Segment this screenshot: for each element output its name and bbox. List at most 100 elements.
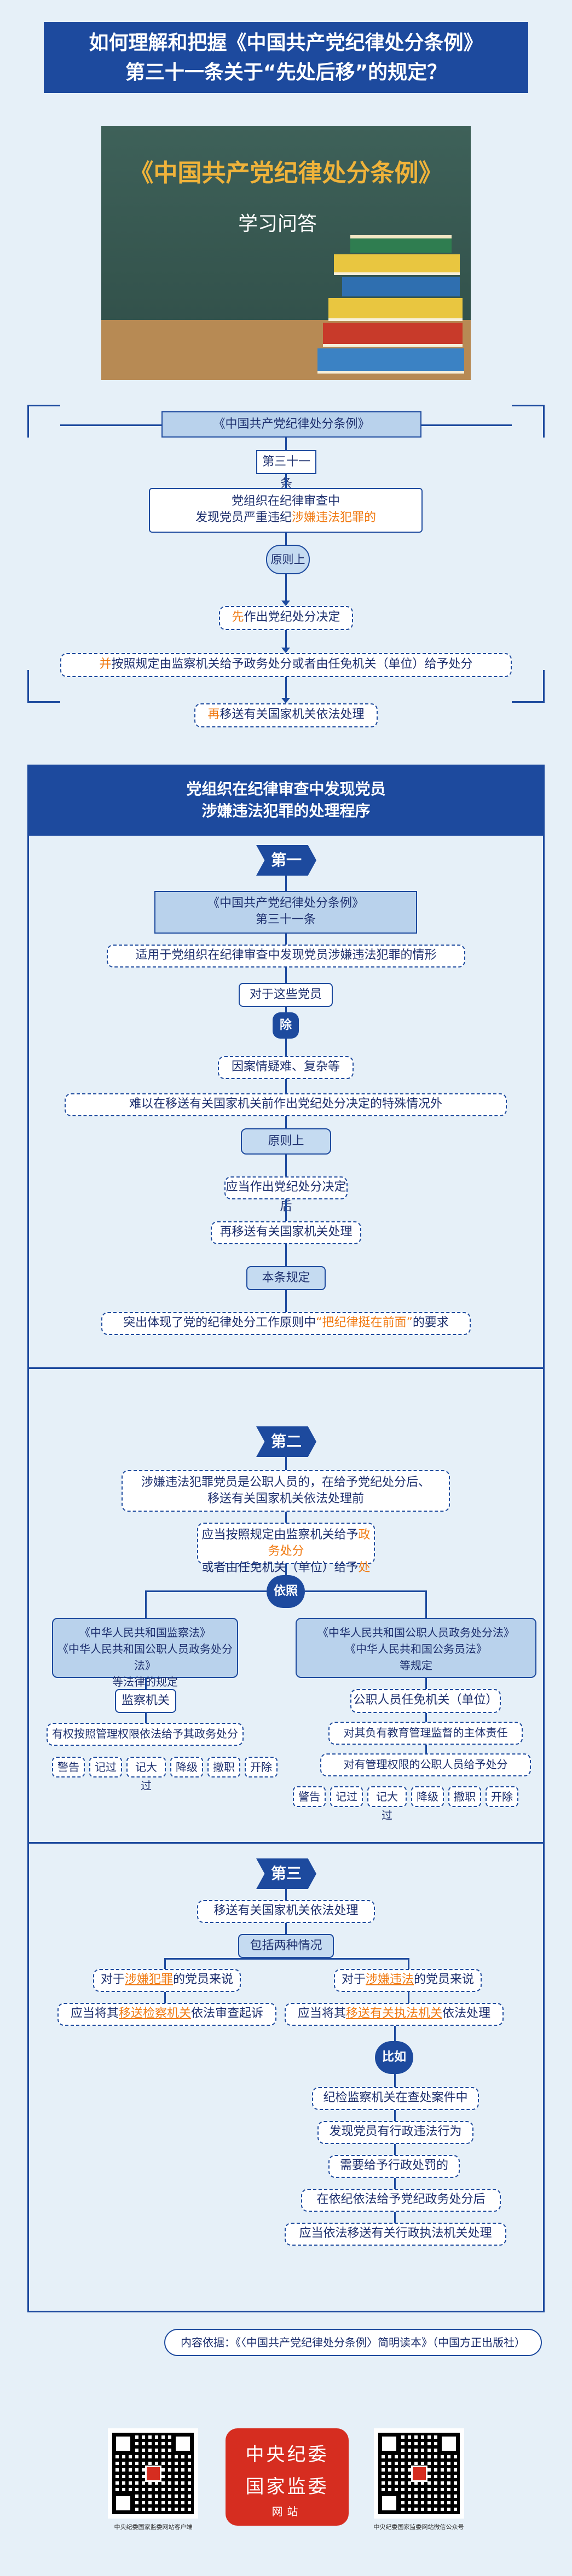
connector — [408, 1958, 409, 1969]
connector — [145, 1590, 147, 1618]
section-divider — [27, 1367, 545, 1369]
connector — [145, 1590, 267, 1592]
connector — [408, 1992, 409, 2003]
rule-step-2: 并按照规定由监察机关给予政务处分或者由任免机关（单位）给予处分 — [60, 653, 512, 677]
banner-title: 《中国共产党纪律处分条例》 — [129, 159, 443, 187]
connector — [145, 1678, 147, 1689]
qr-code-right[interactable] — [374, 2428, 464, 2519]
connector — [425, 1713, 427, 1722]
connector — [394, 2026, 396, 2041]
content-source: 内容依据：《〈中国共产党纪律处分条例〉简明读本》（中国方正出版社） — [164, 2329, 542, 2356]
qr-code-left[interactable] — [108, 2428, 198, 2519]
connector — [285, 677, 287, 702]
third-example-5: 应当依法移送有关行政执法机关处理 — [285, 2223, 506, 2246]
arrow-down-icon — [281, 698, 290, 703]
rule-article: 第三十一条 — [256, 450, 316, 491]
connector — [285, 574, 287, 605]
connector — [425, 1745, 427, 1753]
step-badge-second: 第二 — [256, 1426, 316, 1457]
sanction-tag: 开除 — [245, 1757, 278, 1777]
sanction-tag: 降级 — [170, 1757, 203, 1777]
connector — [285, 1039, 287, 1056]
sanction-tag: 记大过 — [126, 1757, 166, 1792]
connector — [394, 2212, 396, 2223]
connector — [285, 1155, 287, 1176]
connector — [285, 968, 287, 983]
connector — [285, 876, 287, 891]
sanction-tag: 记过 — [89, 1757, 122, 1777]
qr-code-icon — [378, 2433, 460, 2514]
sanction-tag: 撤职 — [207, 1757, 240, 1777]
qr-left-caption: 中央纪委国家监委网站客户端 — [114, 2523, 193, 2531]
second-right-laws: 《中华人民共和国公职人员政务处分法》 《中华人民共和国公务员法》 等规定 — [296, 1618, 536, 1678]
connector — [394, 2178, 396, 2189]
first-for-these: 对于这些党员 — [239, 983, 333, 1007]
third-example: 比如 — [375, 2041, 413, 2074]
connector — [285, 1244, 287, 1266]
first-source: 《中国共产党纪律处分条例》 第三十一条 — [154, 891, 417, 934]
section-divider — [27, 1842, 545, 1844]
connector — [285, 630, 287, 652]
connector — [285, 1290, 287, 1312]
connector — [145, 1713, 147, 1723]
connector — [394, 2144, 396, 2155]
sanction-tag: 降级 — [411, 1786, 444, 1807]
second-left-power: 有权按照管理权限依法给予其政务处分 — [47, 1723, 244, 1746]
ccdi-logo[interactable]: 中央纪委 国家监委 网站 — [226, 2428, 349, 2526]
connector — [285, 1512, 287, 1523]
title-line-1: 如何理解和把握《中国共产党纪律处分条例》 — [89, 32, 483, 54]
second-left-laws: 《中华人民共和国监察法》 《中华人民共和国公职人员政务处分法》 等法律的规定 — [52, 1618, 238, 1688]
qr-right-caption: 中央纪委国家监委网站微信公众号 — [373, 2523, 464, 2531]
second-intro: 涉嫌违法犯罪党员是公职人员的，在给予党纪处分后、 移送有关国家机关依法处理前 — [122, 1470, 450, 1512]
first-except: 除 — [273, 1012, 299, 1039]
connector — [425, 1590, 427, 1618]
second-right-power: 对有管理权限的公职人员给予处分 — [320, 1753, 531, 1776]
connector — [394, 2110, 396, 2121]
third-case-2-action: 应当将其移送有关执法机关依法处理 — [285, 2003, 504, 2026]
qr-code-icon — [112, 2433, 194, 2514]
second-right-duty: 对其负有教育管理监督的主体责任 — [328, 1722, 523, 1745]
sanction-tag: 警告 — [293, 1786, 326, 1807]
third-example-4: 在依纪依法给予党纪政务处分后 — [301, 2189, 501, 2212]
arrow-down-icon — [281, 601, 290, 606]
sanction-tag: 记大过 — [367, 1786, 407, 1822]
sanction-tag: 记过 — [330, 1786, 363, 1807]
connector — [285, 474, 287, 488]
third-transfer: 移送有关国家机关依法处理 — [197, 1900, 375, 1923]
rule-source: 《中国共产党纪律处分条例》 — [161, 411, 421, 438]
connector — [394, 2074, 396, 2087]
procedure-title: 党组织在纪律审查中发现党员 涉嫌违法犯罪的处理程序 — [27, 765, 545, 836]
sanction-tag: 开除 — [486, 1786, 518, 1807]
first-exception-1: 因案情疑难、复杂等 — [218, 1056, 354, 1079]
corner-bracket — [27, 670, 60, 703]
second-left-org: 监察机关 — [115, 1689, 176, 1713]
sanction-tag: 撤职 — [448, 1786, 481, 1807]
third-case-1: 对于涉嫌犯罪的党员来说 — [93, 1969, 241, 1992]
connector — [285, 1923, 287, 1934]
chalkboard-banner: 《中国共产党纪律处分条例》 学习问答 — [101, 126, 471, 380]
third-example-1: 纪检监察机关在查处案件中 — [312, 2087, 479, 2110]
connector — [425, 1678, 427, 1689]
step-badge-third: 第三 — [256, 1858, 316, 1889]
connector — [285, 1116, 287, 1128]
connector — [285, 1889, 287, 1900]
page-title: 如何理解和把握《中国共产党纪律处分条例》 第三十一条关于“先处后移”的规定？ — [44, 22, 528, 93]
connector — [285, 934, 287, 945]
second-basis: 依照 — [267, 1575, 305, 1608]
connector — [285, 1564, 287, 1575]
third-example-3: 需要给予行政处罚的 — [328, 2155, 460, 2178]
book-stack-icon — [317, 235, 464, 374]
first-principle: 原则上 — [241, 1128, 331, 1155]
connector — [285, 1079, 287, 1093]
rule-step-1: 先作出党纪处分决定 — [219, 606, 353, 630]
connector — [285, 1007, 287, 1012]
step-badge-first: 第一 — [256, 845, 316, 876]
connector — [285, 533, 287, 545]
first-this-rule: 本条规定 — [246, 1266, 326, 1290]
corner-bracket — [512, 670, 545, 703]
second-right-org: 公职人员任免机关（单位） — [350, 1689, 501, 1713]
first-do-2: 再移送有关国家机关处理 — [211, 1221, 361, 1244]
third-example-2: 发现党员有行政违法行为 — [317, 2121, 473, 2144]
connector — [164, 1958, 408, 1960]
first-scope: 适用于党组织在纪律审查中发现党员涉嫌违法犯罪的情形 — [107, 945, 465, 968]
